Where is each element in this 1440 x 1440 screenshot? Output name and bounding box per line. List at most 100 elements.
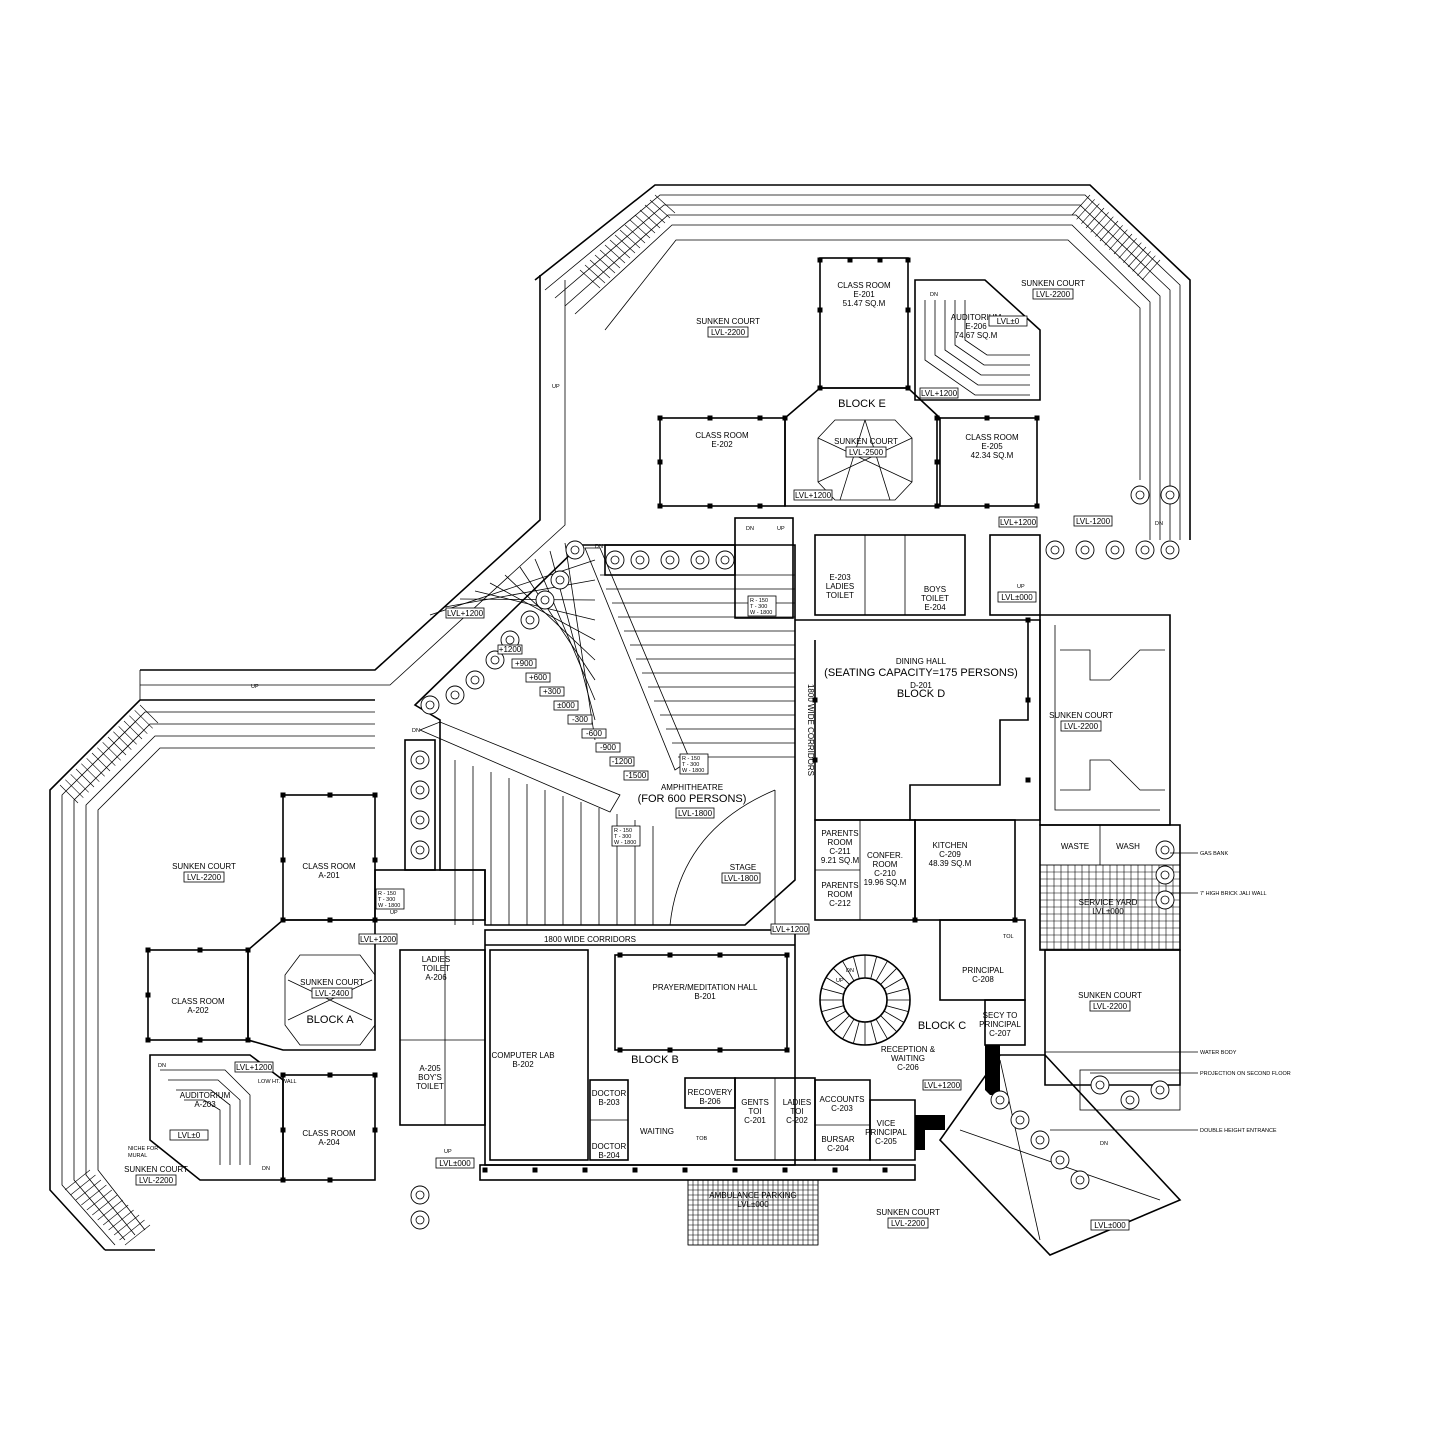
amphi-step-7: -900 xyxy=(600,743,617,752)
room-e-203-line-1: LADIES xyxy=(826,582,854,591)
amphi-step-9: -1500 xyxy=(626,771,647,780)
projection-note: PROJECTION ON SECOND FLOOR xyxy=(1200,1071,1291,1077)
tree-icon xyxy=(605,550,625,570)
tree-icon xyxy=(550,570,570,590)
room-c-210-line-2: C-210 xyxy=(874,869,896,878)
tree-icon xyxy=(1150,1080,1170,1100)
room-e-203-line-2: TOILET xyxy=(826,591,854,600)
stair-note-width: W - 1800 xyxy=(750,610,772,616)
tree-icon xyxy=(410,840,430,860)
mark-dn-10: DN xyxy=(158,1063,166,1069)
block-c-label: BLOCK C xyxy=(918,1020,966,1032)
room-e-203-line-0: E-203 xyxy=(829,573,851,582)
room-c-210-line-1: ROOM xyxy=(873,860,898,869)
west-edge-walls xyxy=(139,275,566,700)
tree-icon xyxy=(1090,1075,1110,1095)
room-a-204-line-0: CLASS ROOM xyxy=(302,1129,356,1138)
tree-icon xyxy=(410,1210,430,1230)
level-tag-14: LVL±0 xyxy=(997,317,1020,326)
stair-note-riser-2: R - 150 xyxy=(682,756,700,762)
double-height-note: DOUBLE HEIGHT ENTRANCE xyxy=(1200,1128,1277,1134)
tree-icon xyxy=(485,650,505,670)
block-a-label: BLOCK A xyxy=(306,1014,354,1026)
niche-note: NICHE FOR xyxy=(128,1146,158,1152)
room-c-210-line-3: 19.96 SQ.M xyxy=(864,878,907,887)
level-tag-7: LVL+1200 xyxy=(236,1063,273,1072)
mark-up-9: UP xyxy=(390,910,398,916)
room-a-205-line-2: TOILET xyxy=(416,1082,444,1091)
service-yard xyxy=(1039,824,1181,951)
room-c-201-line-2: C-201 xyxy=(744,1116,766,1125)
tree-icon xyxy=(410,810,430,830)
room-d-201-line-2: D-201 xyxy=(910,681,932,690)
mark-dn-6: DN xyxy=(930,292,938,298)
tree-icon xyxy=(1160,485,1180,505)
tree-icon xyxy=(410,780,430,800)
stair-note-tread-2: T - 300 xyxy=(682,762,699,768)
room-c-209-line-0: KITCHEN xyxy=(932,841,967,850)
room-c-202-line-2: C-202 xyxy=(786,1116,808,1125)
tree-icon xyxy=(1050,1150,1070,1170)
room-ambulance-line-0: AMBULANCE PARKING xyxy=(709,1191,796,1200)
room-c-206-line-1: WAITING xyxy=(891,1054,925,1063)
corridor-labels: 1800 WIDE CORRIDORS 1800 WIDE CORRIDORS xyxy=(544,684,815,944)
tree-icon xyxy=(660,550,680,570)
room-b-206-line-0: RECOVERY xyxy=(688,1088,733,1097)
tree-icon xyxy=(1155,865,1175,885)
room-c-209-line-2: 48.39 SQ.M xyxy=(929,859,972,868)
tree-icon xyxy=(990,1090,1010,1110)
mark-up-12: UP xyxy=(444,1149,452,1155)
room-c-205-line-2: C-205 xyxy=(875,1137,897,1146)
court-e-north-label: SUNKEN COURT xyxy=(696,317,760,326)
stair-note-tread-3: T - 300 xyxy=(614,834,631,840)
room-a-203-line-1: A-203 xyxy=(194,1100,216,1109)
structural-columns xyxy=(145,257,1040,1183)
mark-up-0: UP xyxy=(552,384,560,390)
mark-dn-8: DN xyxy=(1155,521,1163,527)
room-b-203-line-0: DOCTOR xyxy=(592,1089,627,1098)
level-tag-4: LVL+1200 xyxy=(360,935,397,944)
level-tag-13: LVL-1800 xyxy=(724,874,759,883)
room-c-211-line-3: 9.21 SQ.M xyxy=(821,856,860,865)
room-b-204-line-1: B-204 xyxy=(598,1151,620,1160)
room-c-212-line-0: PARENTS xyxy=(821,881,858,890)
tree-icon xyxy=(715,550,735,570)
room-e-201-line-1: E-201 xyxy=(853,290,875,299)
stair-note-width-4: W - 1800 xyxy=(378,903,400,909)
room-c-203-line-1: C-203 xyxy=(831,1104,853,1113)
block-d xyxy=(795,614,1171,921)
amphi-step-6: -600 xyxy=(586,729,603,738)
room-b-203-line-1: B-203 xyxy=(598,1098,620,1107)
stair-note-riser-4: R - 150 xyxy=(378,891,396,897)
room-stage-line-0: STAGE xyxy=(730,863,757,872)
room-c-211-line-1: ROOM xyxy=(828,838,853,847)
amphitheatre-step-levels: +1200+900+600+300±000-300-600-900-1200-1… xyxy=(497,644,649,781)
amphi-step-5: -300 xyxy=(572,715,589,724)
room-b-206-line-1: B-206 xyxy=(699,1097,721,1106)
brick-jali-note: 7' HIGH BRICK JALI WALL xyxy=(1200,891,1267,897)
mark-dn-15: DN xyxy=(1100,1141,1108,1147)
block-c xyxy=(814,919,1182,1256)
room-a-201-line-0: CLASS ROOM xyxy=(302,862,356,871)
mark-up-7: UP xyxy=(1017,584,1025,590)
room-waiting-b-line-0: WAITING xyxy=(640,1127,674,1136)
room-a-202-line-0: CLASS ROOM xyxy=(171,997,225,1006)
block-labels: BLOCK E BLOCK D BLOCK A BLOCK B BLOCK C xyxy=(306,398,966,1066)
tree-icon xyxy=(1120,1090,1140,1110)
room-e-206-line-1: E-206 xyxy=(965,322,987,331)
room-c-212-line-2: C-212 xyxy=(829,899,851,908)
room-e-204-line-2: E-204 xyxy=(924,603,946,612)
tree-icon xyxy=(1105,540,1125,560)
room-a-205-line-1: BOY'S xyxy=(418,1073,442,1082)
tree-icon xyxy=(520,610,540,630)
stair-notes: R - 150 T - 300 W - 1800 R - 150 T - 300… xyxy=(375,595,777,910)
room-e-205-line-2: 42.34 SQ.M xyxy=(971,451,1014,460)
room-e-202-line-1: E-202 xyxy=(711,440,733,449)
mark-tol-16: TOL xyxy=(1003,934,1014,940)
level-tag-0: LVL+1200 xyxy=(447,609,484,618)
level-tag-1: LVL+1200 xyxy=(795,491,832,500)
amphi-step-8: -1200 xyxy=(612,757,633,766)
